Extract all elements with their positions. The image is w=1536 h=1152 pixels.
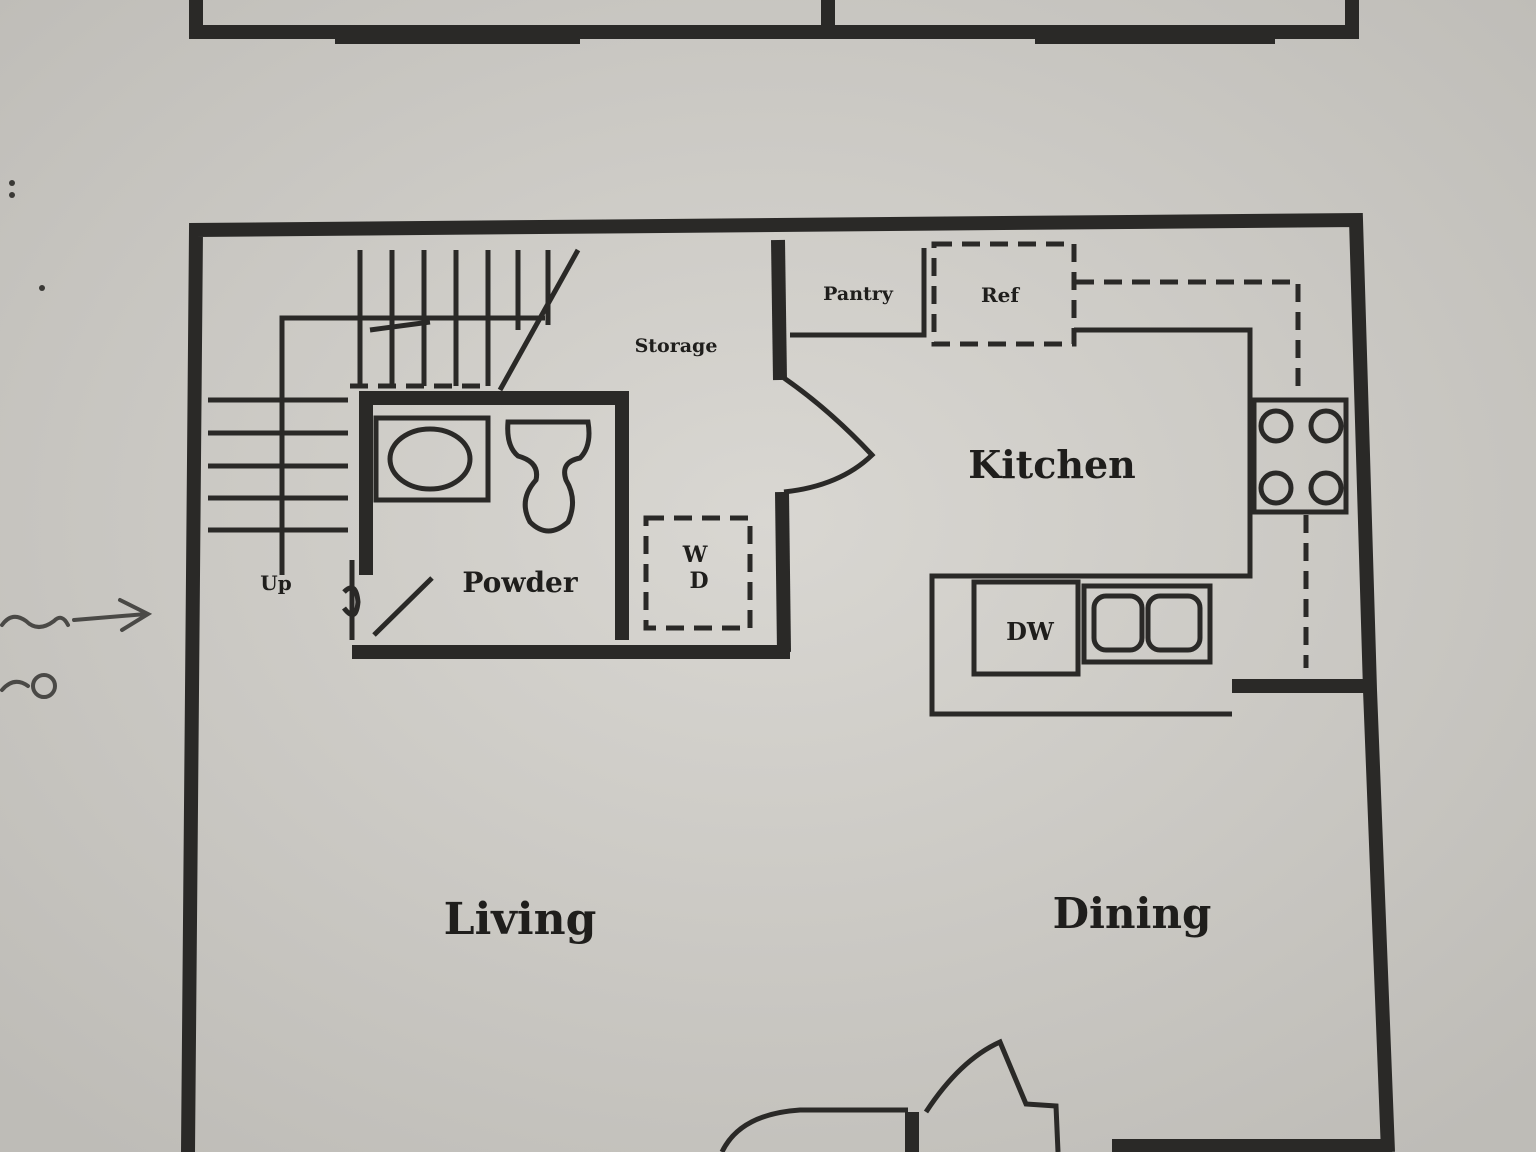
refrigerator-icon [931, 241, 1077, 347]
staircase [208, 248, 581, 575]
pantry-and-fridge [790, 241, 1077, 347]
stairs-up-label: Up [260, 571, 291, 595]
dining-label: Dining [1053, 889, 1212, 938]
storage-label: Storage [635, 335, 718, 357]
washer-dryer-closet [643, 515, 753, 631]
pantry-label: Pantry [823, 283, 894, 305]
toilet-icon [505, 419, 592, 534]
stove-icon [1251, 397, 1349, 515]
sink-icon [1081, 583, 1213, 665]
washer-dryer-label: W D [682, 542, 715, 594]
dishwasher-label: DW [1006, 617, 1055, 646]
upper-floor-fragment [189, 0, 1359, 44]
powder-door-icon [372, 576, 434, 637]
storage-area [643, 239, 876, 653]
refrigerator-label: Ref [981, 283, 1020, 307]
dishwasher-icon [971, 579, 1081, 677]
powder-label: Powder [462, 566, 578, 599]
kitchen-label: Kitchen [968, 442, 1136, 487]
exterior-walls [181, 212, 1395, 1152]
powder-room [342, 391, 790, 659]
pencil-marks [0, 180, 153, 699]
kitchen-counters [929, 279, 1368, 717]
entry [719, 1038, 1392, 1152]
living-label: Living [444, 894, 597, 945]
